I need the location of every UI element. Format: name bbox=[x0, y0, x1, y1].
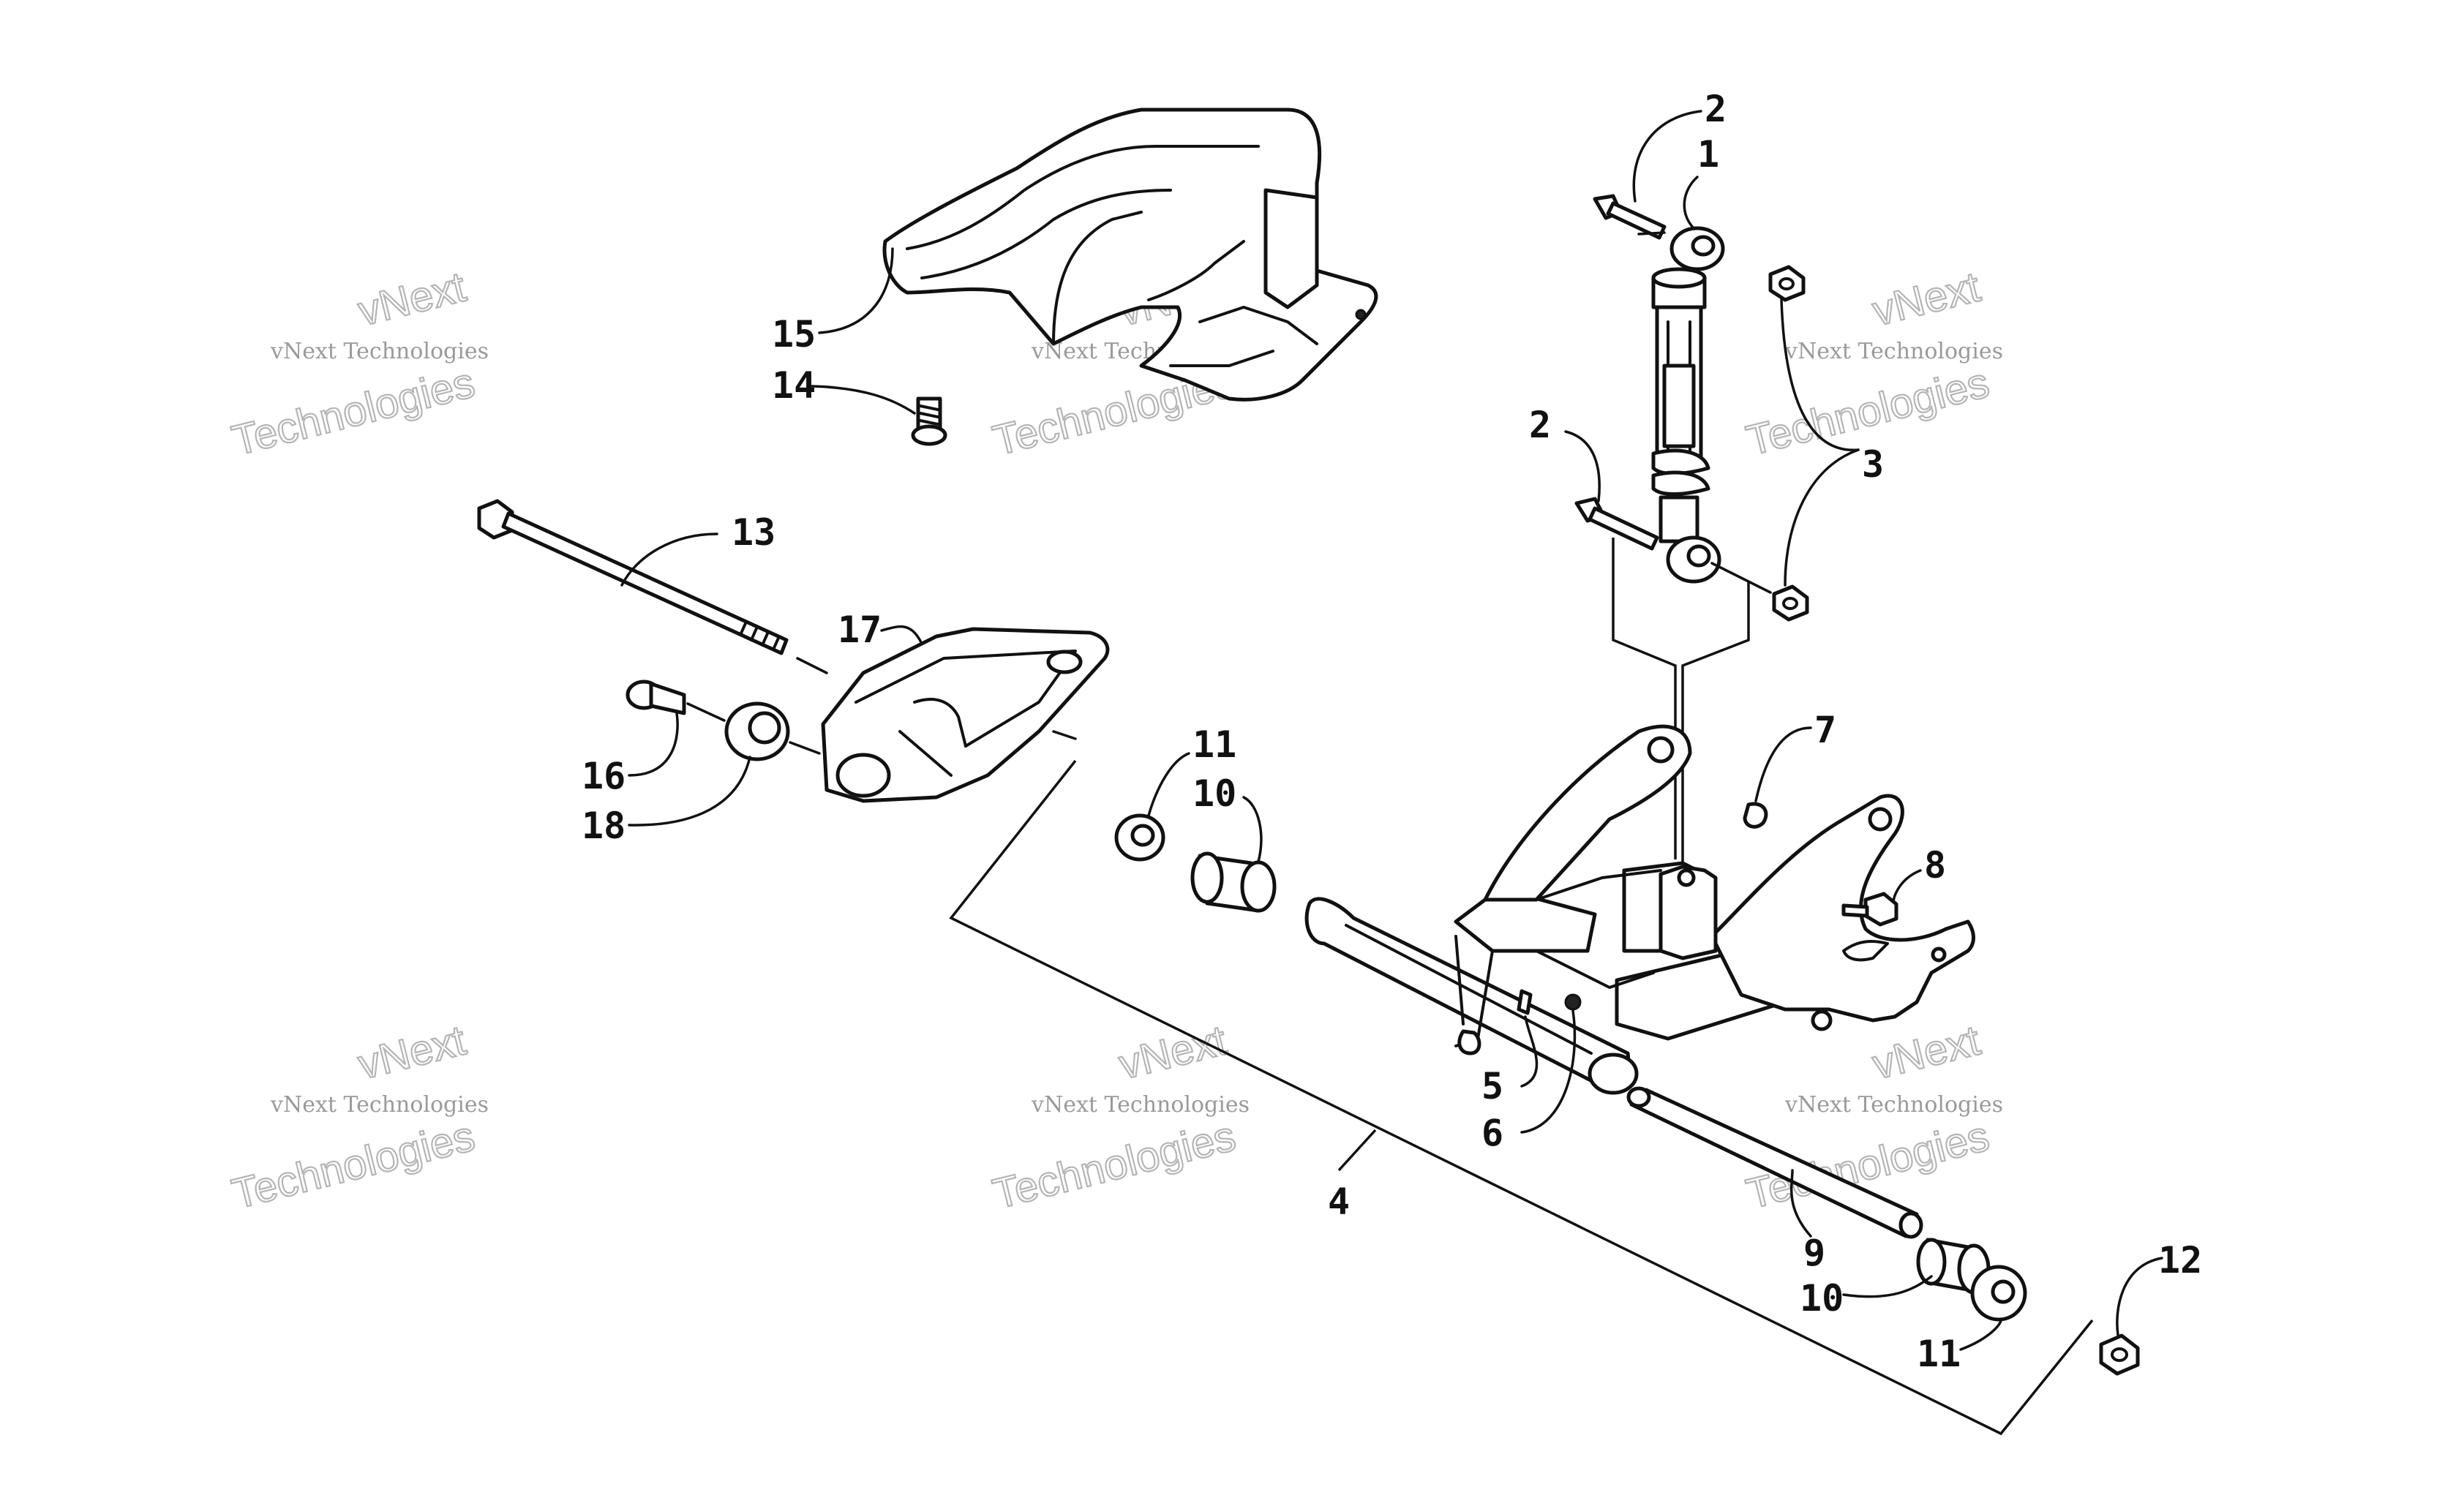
part-8-screw bbox=[1841, 892, 1898, 927]
callout-15: 15 bbox=[772, 313, 816, 355]
leader-18 bbox=[628, 756, 751, 827]
callout-4: 4 bbox=[1328, 1181, 1350, 1223]
watermark-bottom-left: vNext vNext Technologies Technologies bbox=[227, 1015, 489, 1219]
leader-2-lower bbox=[1564, 430, 1601, 503]
part-2-upper-bolt bbox=[1593, 194, 1667, 240]
callout-2-upper: 2 bbox=[1705, 88, 1727, 130]
callout-10-right: 10 bbox=[1800, 1277, 1844, 1320]
shock-axis-line bbox=[1710, 562, 1772, 594]
svg-text:vNext: vNext bbox=[353, 1016, 470, 1088]
leader-8 bbox=[1892, 869, 1922, 903]
part-3-nut-lower bbox=[1772, 584, 1809, 622]
callout-5: 5 bbox=[1481, 1065, 1503, 1107]
svg-text:vNext Technologies: vNext Technologies bbox=[270, 339, 489, 364]
shock-assembly-bracket bbox=[1612, 538, 1750, 863]
part-11-washer-left bbox=[1114, 813, 1165, 862]
callout-9: 9 bbox=[1803, 1232, 1825, 1274]
leader-10-right bbox=[1842, 1275, 1933, 1298]
part-11-washer-right bbox=[1970, 1265, 2027, 1322]
callout-2-lower: 2 bbox=[1529, 404, 1551, 446]
part-10-bushing-left bbox=[1190, 851, 1277, 913]
leader-10-left bbox=[1242, 796, 1263, 863]
part-13-long-bolt bbox=[477, 499, 789, 655]
svg-text:Technologies: Technologies bbox=[988, 1112, 1240, 1218]
callout-13: 13 bbox=[732, 511, 775, 554]
svg-text:vNext: vNext bbox=[1868, 263, 1985, 335]
callout-17: 17 bbox=[838, 609, 882, 651]
callout-12: 12 bbox=[2158, 1239, 2202, 1281]
part-18-washer bbox=[686, 701, 821, 761]
callout-8: 8 bbox=[1924, 844, 1946, 887]
leader-11-left bbox=[1147, 752, 1190, 817]
leader-15 bbox=[818, 247, 894, 334]
callout-labels: 2 1 2 3 15 14 13 17 16 18 11 10 7 8 5 6 … bbox=[582, 88, 2202, 1375]
watermark: vNext vNext Technologies Technologies vN… bbox=[227, 262, 2003, 1219]
svg-text:vNext: vNext bbox=[1868, 1016, 1985, 1088]
callout-1: 1 bbox=[1697, 133, 1719, 176]
leader-lines bbox=[620, 110, 2163, 1351]
callout-18: 18 bbox=[582, 805, 626, 847]
leader-3-lower bbox=[1784, 448, 1860, 587]
svg-text:vNext: vNext bbox=[353, 263, 470, 335]
svg-text:Technologies: Technologies bbox=[228, 1112, 479, 1218]
leader-9 bbox=[1789, 1169, 1812, 1238]
svg-text:vNext Technologies: vNext Technologies bbox=[1784, 339, 2003, 364]
part-7-clip bbox=[1743, 802, 1768, 829]
part-1-shock-absorber bbox=[1651, 226, 1725, 584]
callout-3: 3 bbox=[1862, 443, 1884, 486]
svg-text:vNext Technologies: vNext Technologies bbox=[270, 1092, 489, 1118]
callout-16: 16 bbox=[582, 755, 626, 797]
part-4-tick bbox=[1337, 1129, 1377, 1172]
leader-1 bbox=[1683, 176, 1699, 230]
part-14-bolt bbox=[911, 396, 947, 446]
leader-2-upper bbox=[1632, 110, 1702, 203]
shock-top-axis-line bbox=[1637, 231, 1666, 236]
svg-text:vNext Technologies: vNext Technologies bbox=[1784, 1092, 2003, 1118]
part-10-bushing-right bbox=[1916, 1238, 1991, 1295]
leader-12 bbox=[2116, 1257, 2163, 1336]
leader-11-right bbox=[1959, 1319, 2002, 1351]
leader-14 bbox=[811, 385, 916, 415]
callout-11-left: 11 bbox=[1192, 723, 1236, 766]
svg-text:vNext Technologies: vNext Technologies bbox=[1031, 1092, 1250, 1118]
callout-11-right: 11 bbox=[1917, 1333, 1961, 1375]
watermark-top-left: vNext vNext Technologies Technologies bbox=[227, 262, 489, 465]
leader-3-upper bbox=[1780, 298, 1860, 451]
leader-16 bbox=[628, 712, 679, 777]
part-16-bolt bbox=[626, 680, 686, 715]
part-12-nut bbox=[2099, 1333, 2140, 1376]
part-2-lower-bolt bbox=[1574, 497, 1659, 551]
leader-13 bbox=[620, 532, 718, 587]
callout-7: 7 bbox=[1814, 709, 1836, 751]
part-15-cover bbox=[882, 108, 1378, 402]
part-9-shaft bbox=[1626, 1086, 1923, 1239]
part-4-bracket bbox=[949, 759, 2094, 1436]
callout-6: 6 bbox=[1481, 1112, 1503, 1154]
watermark-bottom-right: vNext vNext Technologies Technologies bbox=[1741, 1015, 2003, 1219]
leader-5 bbox=[1520, 1015, 1539, 1088]
callout-14: 14 bbox=[772, 364, 816, 407]
leader-17 bbox=[880, 625, 923, 645]
part-3-nut-upper bbox=[1768, 265, 1806, 302]
part-17-bracket bbox=[796, 627, 1110, 803]
callout-10-left: 10 bbox=[1192, 772, 1236, 815]
svg-text:Technologies: Technologies bbox=[228, 358, 479, 464]
leader-7 bbox=[1754, 726, 1812, 802]
leader-6 bbox=[1520, 1009, 1577, 1134]
